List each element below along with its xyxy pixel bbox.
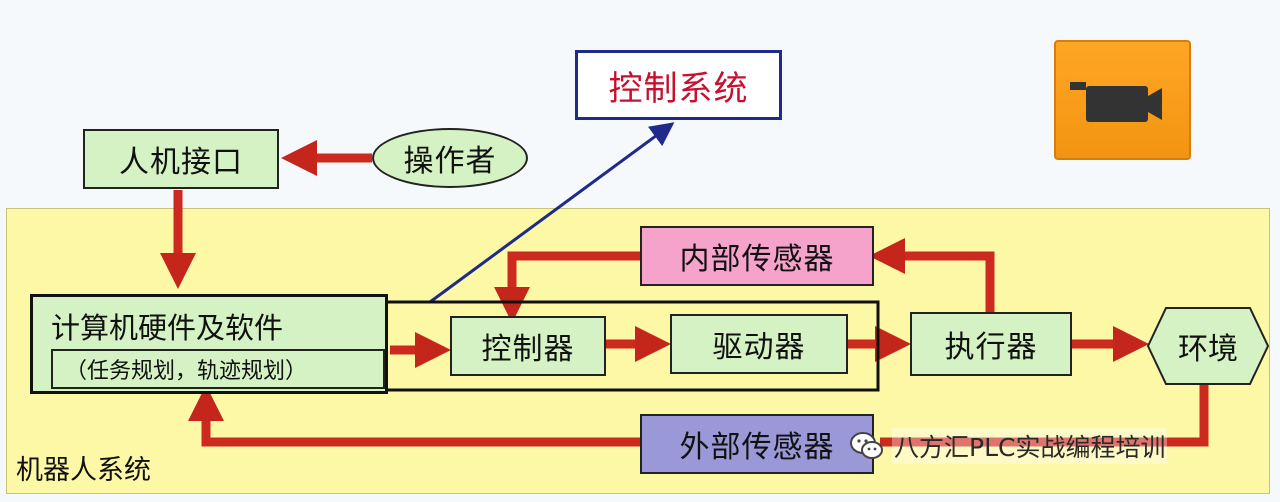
- environment-label: 环境: [1178, 332, 1238, 367]
- link-to-control-system: [429, 122, 675, 304]
- robot-system-label: 机器人系统: [16, 455, 151, 486]
- computer-box: 计算机硬件及软件 （任务规划，轨迹规划）: [30, 294, 388, 394]
- arrow-external-sensor-to-computer: [188, 385, 640, 447]
- wechat-icon: [850, 432, 883, 459]
- video-camera-icon: [1070, 82, 1162, 122]
- operator-ellipse: 操作者: [372, 128, 528, 188]
- control-system-title: 控制系统: [575, 50, 782, 120]
- actuator-box: 执行器: [910, 312, 1072, 376]
- computer-sublabel: （任务规划，轨迹规划）: [51, 349, 385, 389]
- driver-box: 驱动器: [670, 314, 848, 374]
- watermark: 八方汇PLC实战编程培训: [848, 426, 1168, 466]
- arrow-internal-sensor-to-controller: [494, 251, 640, 323]
- environment-hexagon: 环境: [1146, 306, 1270, 386]
- computer-label: 计算机硬件及软件: [51, 311, 284, 345]
- watermark-text: 八方汇PLC实战编程培训: [892, 428, 1168, 464]
- arrow-actuator-to-internal-sensor: [869, 238, 995, 312]
- internal-sensor-box: 内部传感器: [640, 226, 874, 286]
- arrow-environment-to-external-sensor: [880, 382, 1209, 447]
- controller-box: 控制器: [450, 316, 606, 376]
- camera-tile[interactable]: [1054, 40, 1191, 160]
- external-sensor-box: 外部传感器: [640, 414, 874, 474]
- hmi-box: 人机接口: [83, 129, 279, 189]
